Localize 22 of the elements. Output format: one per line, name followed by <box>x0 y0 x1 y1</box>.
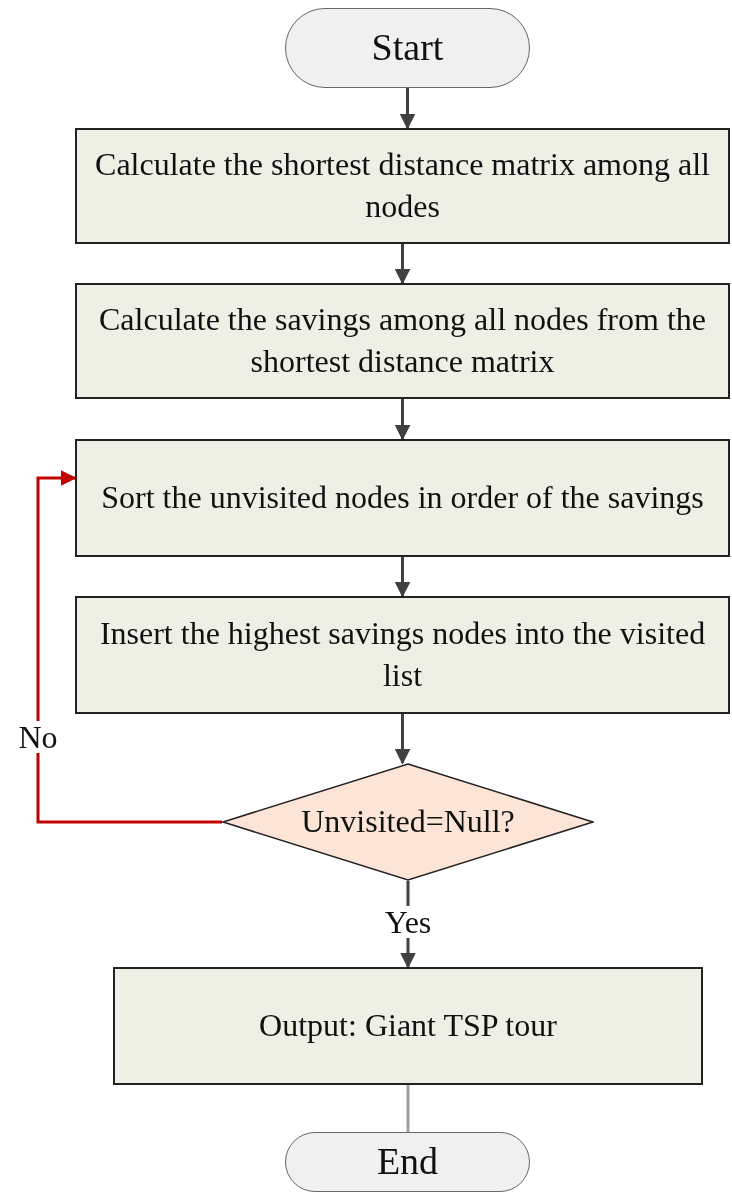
process-box <box>75 596 730 714</box>
node-text: Calculate the shortest distance matrix among all nodes <box>94 145 711 226</box>
node-text: Output: Giant TSP tour <box>259 1006 557 1046</box>
arrow <box>36 470 222 824</box>
node-text: Insert the highest savings nodes into the visited list <box>98 614 707 695</box>
arrow <box>394 557 411 598</box>
node-text: End <box>376 1139 439 1185</box>
arrow <box>394 244 411 285</box>
arrow <box>394 399 411 441</box>
node-text: Sort the unvisited nodes in order of the savings <box>101 478 704 518</box>
node-text: Unvisited=Null? <box>301 802 515 842</box>
terminal-pill <box>285 1132 530 1192</box>
connector-line <box>406 1085 410 1132</box>
process-box <box>75 439 730 557</box>
node-text: Calculate the savings among all nodes from the shortest distance matrix <box>98 300 707 381</box>
arrow <box>394 714 411 765</box>
process-box <box>75 128 730 244</box>
process-box <box>75 283 730 399</box>
node-text: Start <box>371 25 444 71</box>
process-box <box>113 967 703 1085</box>
arrow <box>399 88 416 130</box>
decision-diamond <box>222 763 594 881</box>
